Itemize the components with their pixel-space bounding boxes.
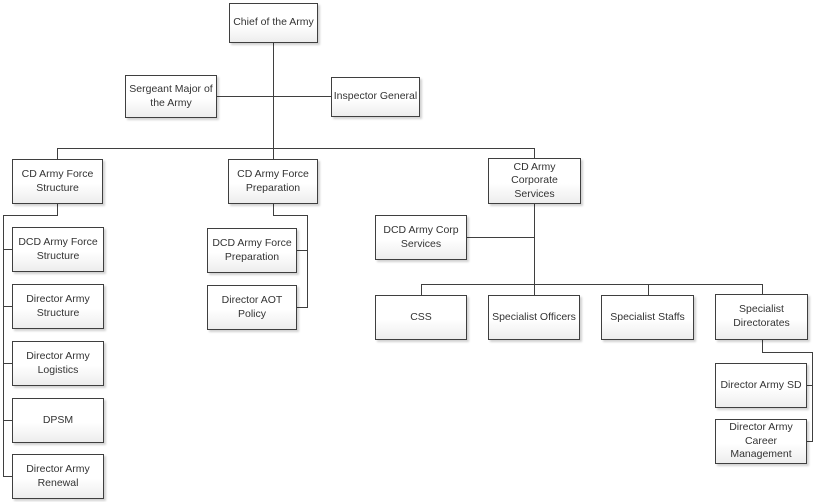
org-node-label: CD Army Corporate Services — [511, 160, 558, 200]
org-node-label: Specialist Officers — [492, 310, 576, 323]
org-node-dpsm[interactable]: DPSM — [12, 398, 104, 443]
org-node-cd-army-force-structure[interactable]: CD Army Force Structure — [12, 159, 103, 204]
connector-drop-specialist-staffs — [648, 284, 649, 295]
org-node-label: Director Army Career Management — [729, 421, 793, 461]
connector-staff-row — [217, 96, 331, 97]
org-node-cd-army-force-preparation[interactable]: CD Army Force Preparation — [228, 159, 318, 204]
connector-force-preparation-down — [273, 204, 274, 216]
org-node-label: DCD Army Force Structure — [18, 235, 98, 262]
connector-stub-director-logistics — [3, 363, 12, 364]
org-node-director-army-sd[interactable]: Director Army SD — [715, 363, 807, 408]
org-node-label: CSS — [410, 310, 432, 323]
org-node-director-army-renewal[interactable]: Director Army Renewal — [12, 454, 104, 499]
connector-stub-director-army-sd — [807, 385, 812, 386]
org-node-label: Specialist Directorates — [733, 303, 790, 329]
org-node-label: CD Army Force Structure — [21, 167, 94, 194]
org-node-label: Chief of the Army — [233, 16, 314, 29]
org-node-label: DCD Army Force Preparation — [212, 236, 292, 263]
connector-force-structure-elbow — [3, 215, 58, 216]
org-node-label: Specialist Staffs — [610, 310, 685, 323]
org-node-director-army-logistics[interactable]: Director Army Logistics — [12, 341, 104, 386]
org-node-label: Director Army Structure — [26, 292, 90, 319]
org-node-label: Sergeant Major of the Army — [129, 82, 213, 109]
connector-stub-dcd-force-preparation — [297, 250, 307, 251]
connector-corporate-services-down — [534, 204, 535, 285]
connector-stub-dcd-force-structure — [3, 249, 12, 250]
org-node-specialist-staffs[interactable]: Specialist Staffs — [601, 295, 694, 340]
connector-specialist-directorates-elbow — [762, 352, 813, 353]
org-node-cd-army-corporate-services[interactable]: CD Army Corporate Services — [488, 158, 581, 204]
org-node-label: CD Army Force Preparation — [237, 167, 309, 194]
connector-corporate-rail — [421, 284, 763, 285]
connector-stub-director-career-management — [807, 441, 812, 442]
connector-stub-director-structure — [3, 306, 12, 307]
org-node-label: Director Army SD — [720, 378, 802, 391]
org-node-sergeant-major[interactable]: Sergeant Major of the Army — [125, 75, 217, 118]
connector-stub-director-aot-policy — [297, 307, 307, 308]
org-node-dcd-army-force-structure[interactable]: DCD Army Force Structure — [12, 227, 104, 272]
connector-drop-specialist-officers — [534, 284, 535, 295]
connector-specialist-directorates-down — [762, 340, 763, 353]
org-node-inspector-general[interactable]: Inspector General — [331, 77, 420, 117]
org-node-label: Director Army Logistics — [26, 349, 90, 376]
org-node-dcd-army-force-preparation[interactable]: DCD Army Force Preparation — [207, 228, 297, 273]
connector-force-structure-rail — [3, 215, 4, 477]
connector-drop-css — [421, 284, 422, 295]
org-node-label: Inspector General — [333, 90, 418, 103]
connector-specialist-directorates-rail — [812, 352, 813, 442]
org-node-director-army-career-management[interactable]: Director Army Career Management — [715, 419, 807, 464]
org-node-label: DPSM — [42, 413, 74, 426]
org-node-specialist-directorates[interactable]: Specialist Directorates — [715, 294, 808, 340]
org-node-director-aot-policy[interactable]: Director AOT Policy — [207, 285, 297, 330]
org-node-css[interactable]: CSS — [375, 295, 467, 340]
org-node-dcd-army-corp-services[interactable]: DCD Army Corp Services — [375, 215, 467, 260]
connector-stub-dcd-corp-services — [467, 237, 534, 238]
org-node-specialist-officers[interactable]: Specialist Officers — [488, 295, 580, 340]
connector-drop-force-structure — [57, 148, 58, 159]
connector-stub-dpsm — [3, 420, 12, 421]
connector-force-preparation-elbow — [273, 215, 308, 216]
org-node-label: Director Army Renewal — [26, 462, 90, 489]
connector-stub-director-renewal — [3, 476, 12, 477]
connector-drop-force-preparation — [273, 148, 274, 159]
org-node-label: DCD Army Corp Services — [383, 223, 459, 250]
connector-trunk-chief — [273, 43, 274, 148]
connector-drop-specialist-directorates — [762, 284, 763, 294]
connector-force-preparation-rail — [307, 215, 308, 308]
org-node-chief[interactable]: Chief of the Army — [229, 3, 318, 43]
org-node-director-army-structure[interactable]: Director Army Structure — [12, 284, 104, 329]
connector-level3-rail — [57, 148, 535, 149]
connector-drop-corporate-services — [534, 148, 535, 158]
org-node-label: Director AOT Policy — [221, 293, 283, 320]
connector-force-structure-down — [57, 204, 58, 216]
